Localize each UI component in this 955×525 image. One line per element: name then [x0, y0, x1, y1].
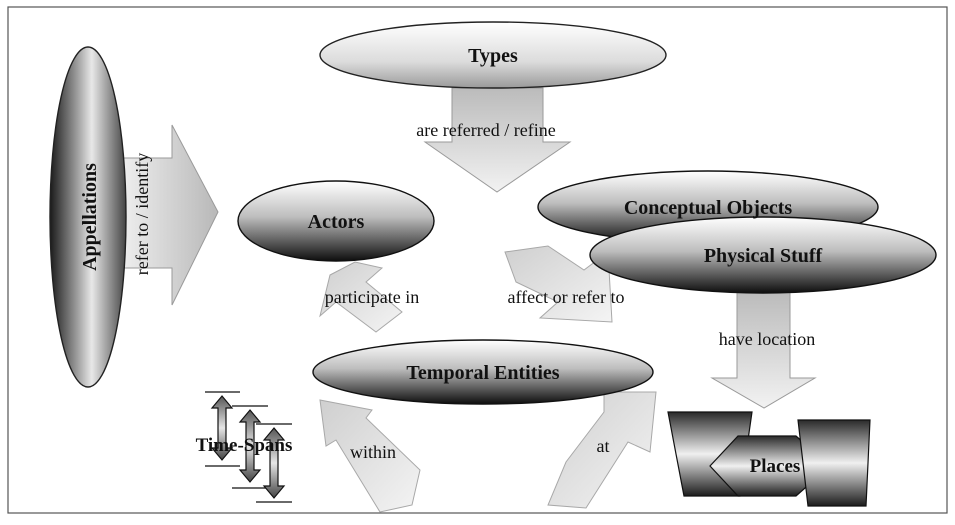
node-physical-stuff-label: Physical Stuff [704, 245, 823, 267]
relation-affect-or-refer-to: affect or refer to [507, 287, 624, 307]
node-actors [237, 180, 435, 262]
node-temporal-entities [312, 339, 654, 405]
relation-at: at [597, 436, 610, 456]
arrow-affect-or-refer-to [504, 245, 613, 323]
places-icon [667, 411, 871, 507]
relation-have-location: have location [719, 329, 815, 349]
node-time-spans-label: Time-Spans [196, 435, 293, 456]
node-appellations [49, 46, 127, 388]
time-spans-icon [205, 391, 292, 503]
node-types [319, 21, 667, 89]
arrow-at [547, 391, 657, 509]
arrow-participate-in [319, 261, 403, 333]
node-places-label: Places [750, 456, 801, 477]
node-appellations-label: Appellations [79, 163, 101, 271]
node-types-label: Types [468, 45, 518, 67]
relation-are-referred-refine: are referred / refine [416, 120, 555, 140]
arrow-within [319, 399, 421, 513]
arrow-have-location [710, 291, 817, 409]
frame-border [7, 6, 948, 514]
node-conceptual-objects-label: Conceptual Objects [624, 197, 793, 219]
arrow-appellations-right [111, 124, 219, 306]
relation-refer-to-identify: refer to / identify [132, 153, 152, 275]
arrow-types-down [423, 87, 572, 193]
relation-within: within [350, 442, 396, 462]
node-temporal-entities-label: Temporal Entities [406, 362, 559, 384]
node-physical-stuff [589, 216, 937, 294]
relation-participate-in: participate in [325, 287, 419, 307]
node-actors-label: Actors [308, 211, 365, 233]
